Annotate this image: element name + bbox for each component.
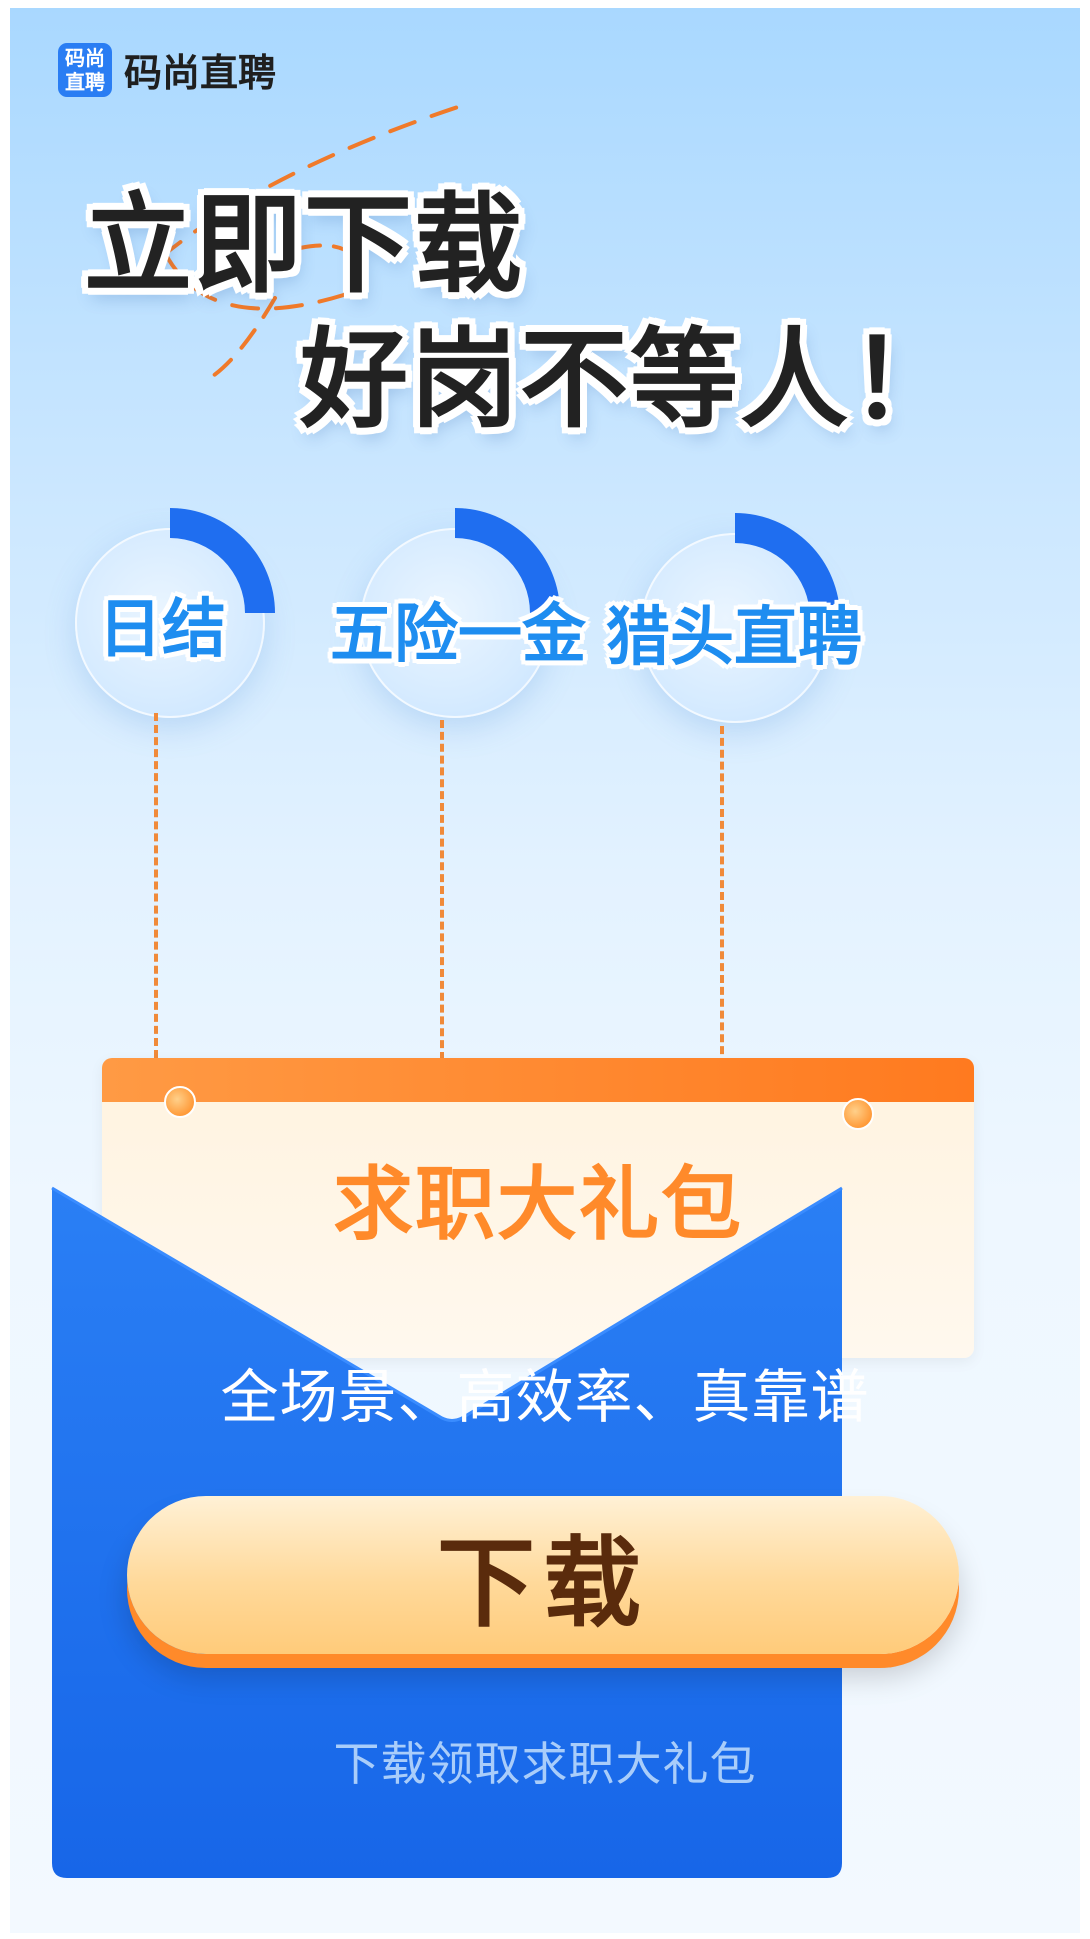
poster-background: 码尚 直聘 码尚直聘 立即下载 好岗不等人！ 日结 五险一金 猎头直聘 xyxy=(10,8,1080,1933)
download-footnote: 下载领取求职大礼包 xyxy=(333,1737,757,1791)
brand-name: 码尚直聘 xyxy=(124,51,277,95)
headline-line1: 立即下载 xyxy=(84,183,525,308)
benefit-badge-3 xyxy=(620,503,840,723)
pin-icon xyxy=(164,1086,196,1118)
connector-line xyxy=(720,726,724,1066)
connector-line xyxy=(154,713,158,1058)
benefit-badge-2 xyxy=(340,498,560,718)
benefit-label-3: 猎头直聘 xyxy=(606,601,862,675)
pin-icon xyxy=(842,1098,874,1130)
download-button[interactable]: 下载 xyxy=(127,1496,959,1654)
dashed-curve-decoration xyxy=(158,101,472,380)
quarter-arc-icon xyxy=(735,513,840,618)
logo-mark-icon: 码尚 直聘 xyxy=(58,42,112,97)
quarter-arc-icon xyxy=(455,508,560,613)
card-header-strip xyxy=(102,1058,974,1102)
benefit-label-2: 五险一金 xyxy=(330,598,586,672)
quarter-arc-icon xyxy=(170,508,275,613)
gift-pack-title: 求职大礼包 xyxy=(333,1158,743,1251)
logo-mark-line1: 码尚 xyxy=(65,45,105,70)
brand-logo: 码尚 直聘 码尚直聘 xyxy=(58,42,276,97)
connector-line xyxy=(440,720,444,1060)
envelope-tagline: 全场景、高效率、真靠谱 xyxy=(220,1363,870,1431)
headline-line2: 好岗不等人！ xyxy=(300,318,961,443)
benefit-label-1: 日结 xyxy=(98,593,226,667)
download-button-label: 下载 xyxy=(436,1527,649,1641)
benefit-badge-1 xyxy=(55,498,275,718)
logo-mark-line2: 直聘 xyxy=(65,69,105,94)
